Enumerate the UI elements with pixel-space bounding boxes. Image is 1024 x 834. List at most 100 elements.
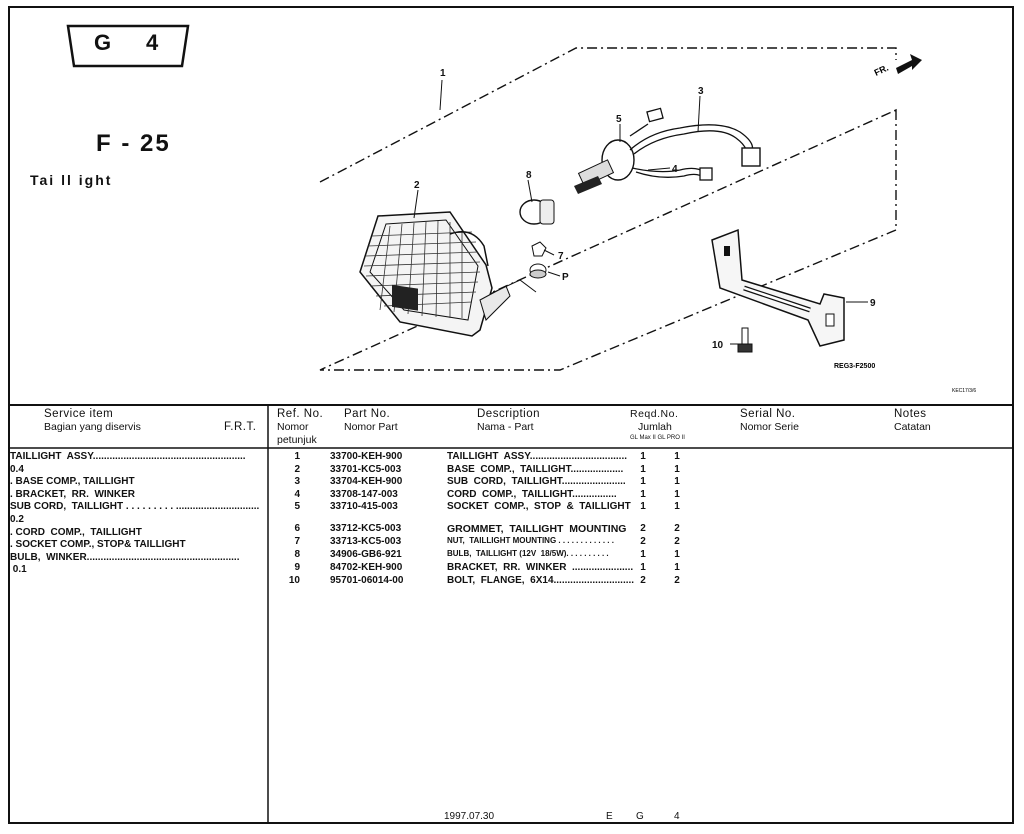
header-frt: F.R.T. <box>224 421 257 433</box>
parts-row-part-no: 33713-KC5-003 <box>330 536 402 547</box>
parts-row-qty-pro: 1 <box>674 549 680 560</box>
callout-1: 1 <box>440 68 446 79</box>
parts-row-qty-max: 1 <box>640 476 646 488</box>
parts-row-qty-pro: 1 <box>674 488 680 500</box>
callout-4: 4 <box>672 164 678 175</box>
parts-row-ref: 6 <box>294 523 300 534</box>
callout-7: 7 <box>558 251 564 262</box>
parts-row-qty-max: 1 <box>640 501 646 513</box>
front-arrow-icon <box>896 54 922 74</box>
parts-row-description: BOLT, FLANGE, 6X14......................… <box>447 575 635 586</box>
parts-row-qty-pro: 1 <box>674 463 680 475</box>
parts-row-description: SUB CORD, TAILLIGHT.....................… <box>447 476 626 488</box>
parts-row-qty-pro: 1 <box>674 501 680 513</box>
parts-row-ref: 2 <box>294 463 300 475</box>
parts-row: 6 33712-KC5-003 GROMMET, TAILLIGHT MOUNTIN… <box>270 523 710 536</box>
parts-row-description: TAILLIGHT ASSY..........................… <box>447 451 628 462</box>
service-item: TAILLIGHT ASSY..........................… <box>10 451 246 462</box>
header-serial-no: Serial No. <box>740 408 796 420</box>
footer-number: 4 <box>674 811 680 822</box>
header-part-sub: Nomor Part <box>344 421 398 433</box>
parts-row-ref: 1 <box>294 451 300 462</box>
parts-row-description: BASE COMP., TAILLIGHT................... <box>447 463 624 475</box>
parts-row-ref: 3 <box>294 476 300 488</box>
parts-row-qty-pro: 2 <box>674 523 680 534</box>
nut-part <box>531 241 547 257</box>
parts-row-ref: 10 <box>288 575 300 586</box>
header-service: Service item <box>44 408 114 420</box>
parts-row-part-no: 33708-147-003 <box>330 488 398 500</box>
parts-row-part-no: 33701-KC5-003 <box>330 463 402 475</box>
parts-row-description: CORD COMP., TAILLIGHT................ <box>447 488 617 500</box>
service-item: . SOCKET COMP., STOP& TAILLIGHT <box>10 539 186 551</box>
header-reqd-no: Reqd.No. <box>630 408 679 420</box>
section-title: Tai ll ight <box>30 172 113 188</box>
page-code-letter: G <box>94 30 112 55</box>
parts-row-part-no: 33700-KEH-900 <box>330 451 403 462</box>
service-items-list: TAILLIGHT ASSY..........................… <box>10 451 264 577</box>
callout-2: 2 <box>414 180 420 191</box>
bracket-part <box>711 228 845 347</box>
parts-row-qty-max: 2 <box>640 523 646 534</box>
diagram-tiny-code: KEC17/3/6 <box>952 388 976 394</box>
callout-8: 8 <box>526 170 532 181</box>
header-service-sub: Bagian yang diservis <box>44 421 141 433</box>
callout-3: 3 <box>698 86 704 97</box>
bolt-part <box>737 327 753 353</box>
parts-row-qty-max: 1 <box>640 562 646 573</box>
diagram-ref-code: REG3-F2500 <box>834 363 875 370</box>
parts-row-part-no: 95701-06014-00 <box>330 575 404 586</box>
parts-row-qty-pro: 2 <box>674 536 680 547</box>
parts-row-part-no: 33710-415-003 <box>330 501 398 513</box>
parts-row-ref: 7 <box>294 536 300 547</box>
header-desc-sub: Nama - Part <box>477 421 534 433</box>
parts-row-part-no: 84702-KEH-900 <box>330 562 403 573</box>
header-ref-sub1: Nomor <box>277 421 309 433</box>
parts-row-qty-max: 1 <box>640 488 646 500</box>
parts-row-qty-pro: 1 <box>674 562 680 573</box>
page-code-badge <box>66 24 190 68</box>
header-notes-sub: Catatan <box>894 421 931 433</box>
parts-row-ref: 8 <box>294 549 300 560</box>
parts-row-qty-max: 1 <box>640 549 646 560</box>
parts-row: 1 33700-KEH-900 TAILLIGHT ASSY............… <box>270 451 710 464</box>
parts-row-part-no: 33712-KC5-003 <box>330 523 402 534</box>
parts-row: 4 33708-147-003 CORD COMP., TAILLIGHT.....… <box>270 489 710 502</box>
callout-5: 5 <box>616 114 622 125</box>
parts-row-ref: 5 <box>294 501 300 513</box>
parts-row-qty-pro: 2 <box>674 575 680 586</box>
grommet-part <box>529 263 547 279</box>
parts-row: 2 33701-KC5-003 BASE COMP., TAILLIGHT.....… <box>270 464 710 477</box>
header-ref-sub2: petunjuk <box>277 434 317 446</box>
header-notes: Notes <box>894 408 927 420</box>
bulb-part <box>519 199 555 225</box>
service-item: 0.2 <box>10 513 24 525</box>
cord-part <box>629 107 761 181</box>
header-reqd-sub: Jumlah <box>638 421 672 433</box>
page-code-number: 4 <box>146 30 159 55</box>
parts-row-description: GROMMET, TAILLIGHT MOUNTING <box>447 523 627 535</box>
service-item: BULB, WINKER............................… <box>10 551 240 563</box>
service-item: . CORD COMP., TAILLIGHT <box>10 526 142 538</box>
callout-9: 9 <box>870 298 876 309</box>
parts-row-ref: 9 <box>294 562 300 573</box>
footer-e: E <box>606 811 613 822</box>
taillight-lens-part <box>359 211 511 337</box>
page-frame <box>8 6 1014 824</box>
section-code: F - 25 <box>96 130 171 157</box>
footer-g: G <box>636 811 644 822</box>
parts-row-ref: 4 <box>294 488 300 500</box>
header-part-no: Part No. <box>344 408 391 420</box>
parts-row-description: BRACKET, RR. WINKER ....................… <box>447 562 634 573</box>
parts-row-qty-max: 2 <box>640 575 646 586</box>
parts-row-qty-max: 1 <box>640 451 646 462</box>
service-item: 0.4 <box>10 463 24 475</box>
callout-10: 10 <box>712 340 724 351</box>
callout-p: P <box>562 272 569 283</box>
footer-date: 1997.07.30 <box>444 811 495 822</box>
parts-diagram: FR. <box>319 47 976 394</box>
